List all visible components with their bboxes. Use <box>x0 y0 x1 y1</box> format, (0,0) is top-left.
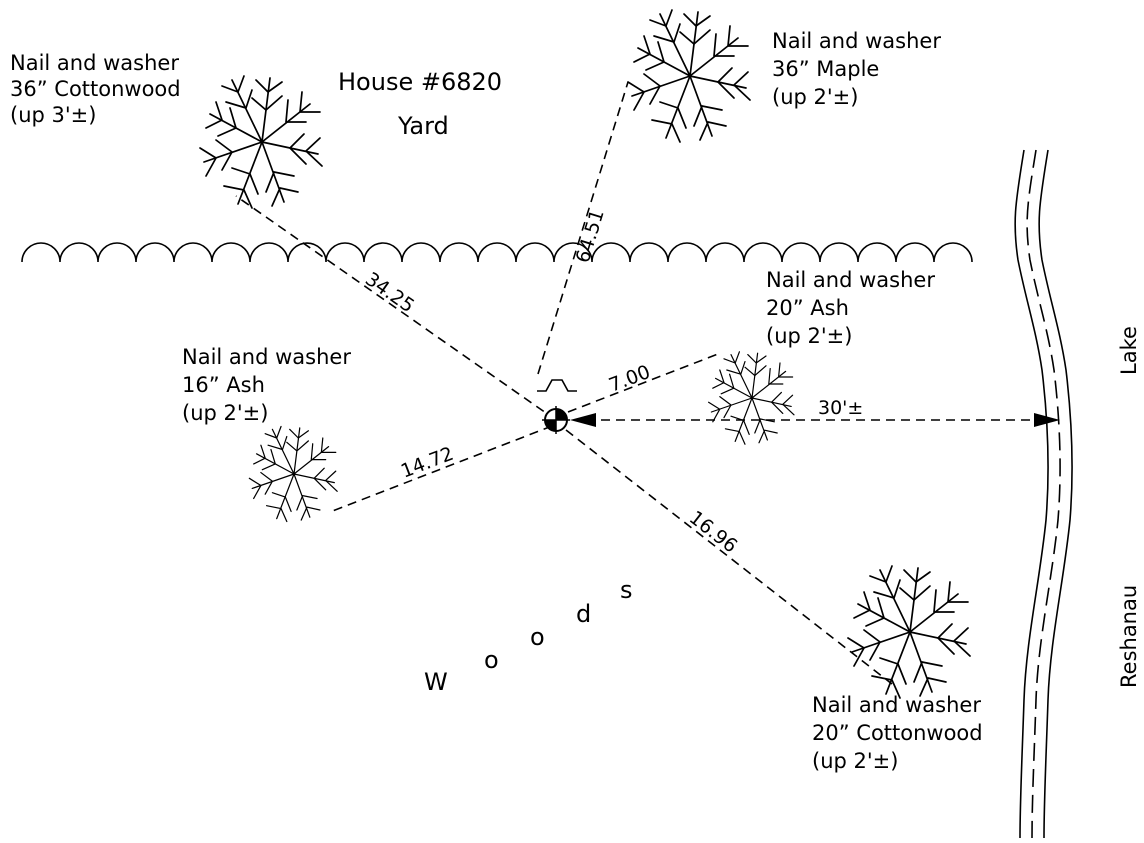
tree-label-line: 36” Maple <box>772 57 879 81</box>
shoreline <box>1014 149 1073 839</box>
distance-label-cottonwood-36: 34.25 <box>361 268 418 317</box>
tree-label-ash-20: Nail and washer 20” Ash (up 2'±) <box>766 268 935 348</box>
arrow-left-icon <box>570 413 596 427</box>
tree-label-line: 36” Cottonwood <box>10 77 181 101</box>
tree-label-line: 20” Cottonwood <box>812 721 983 745</box>
tree-icon-cottonwood-36 <box>199 75 323 209</box>
tree-icon-maple-36 <box>627 9 751 143</box>
tie-line-cottonwood-20 <box>565 429 893 685</box>
tree-label-line: 16” Ash <box>182 373 265 397</box>
tree-label-ash-16: Nail and washer 16” Ash (up 2'±) <box>182 345 351 425</box>
distance-label-ash-20: 7.00 <box>606 361 653 397</box>
tie-line-maple-36 <box>537 81 629 375</box>
woods-letter-1: W <box>424 668 448 696</box>
distance-label-maple-36: 64.51 <box>572 207 609 265</box>
house-label: House #6820 <box>338 68 502 96</box>
tree-label-line: Nail and washer <box>812 693 981 717</box>
hedge-line <box>21 242 973 263</box>
control-point-icon <box>542 406 570 434</box>
woods-letter-4: d <box>576 600 591 628</box>
tie-line-cottonwood-36 <box>235 195 557 421</box>
woods-letter-2: o <box>484 646 499 674</box>
lake-label: Lake <box>1117 326 1141 375</box>
tie-line-ash-16 <box>329 425 553 513</box>
arrow-right-icon <box>1034 413 1060 427</box>
tree-label-cottonwood-36: Nail and washer 36” Cottonwood (up 3'±) <box>10 51 181 127</box>
distance-label-cottonwood-20: 16.96 <box>685 507 741 558</box>
tree-label-line: Nail and washer <box>772 29 941 53</box>
tree-label-line: Nail and washer <box>10 51 179 75</box>
tree-label-maple-36: Nail and washer 36” Maple (up 2'±) <box>772 29 941 109</box>
yard-label: Yard <box>397 112 449 140</box>
tree-label-line: Nail and washer <box>182 345 351 369</box>
tree-label-line: (up 2'±) <box>766 324 852 348</box>
woods-letter-3: o <box>530 623 545 651</box>
tree-label-line: Nail and washer <box>766 268 935 292</box>
tree-label-line: 20” Ash <box>766 296 849 320</box>
tree-label-cottonwood-20: Nail and washer 20” Cottonwood (up 2'±) <box>812 693 983 773</box>
hub-marker-icon <box>537 379 577 392</box>
tree-icon-ash-16 <box>248 425 338 523</box>
tree-label-line: (up 3'±) <box>10 103 96 127</box>
woods-letter-5: s <box>620 576 633 604</box>
lake-name-label: Reshanau <box>1117 585 1141 688</box>
tree-icon-cottonwood-20 <box>847 565 971 699</box>
distance-label-ash-16: 14.72 <box>398 443 457 483</box>
tree-label-line: (up 2'±) <box>182 401 268 425</box>
tie-line-ash-20 <box>567 353 719 413</box>
tree-icon-ash-20 <box>708 351 795 445</box>
distance-label-lake: 30'± <box>818 397 863 419</box>
tree-label-line: (up 2'±) <box>812 749 898 773</box>
tree-label-line: (up 2'±) <box>772 85 858 109</box>
